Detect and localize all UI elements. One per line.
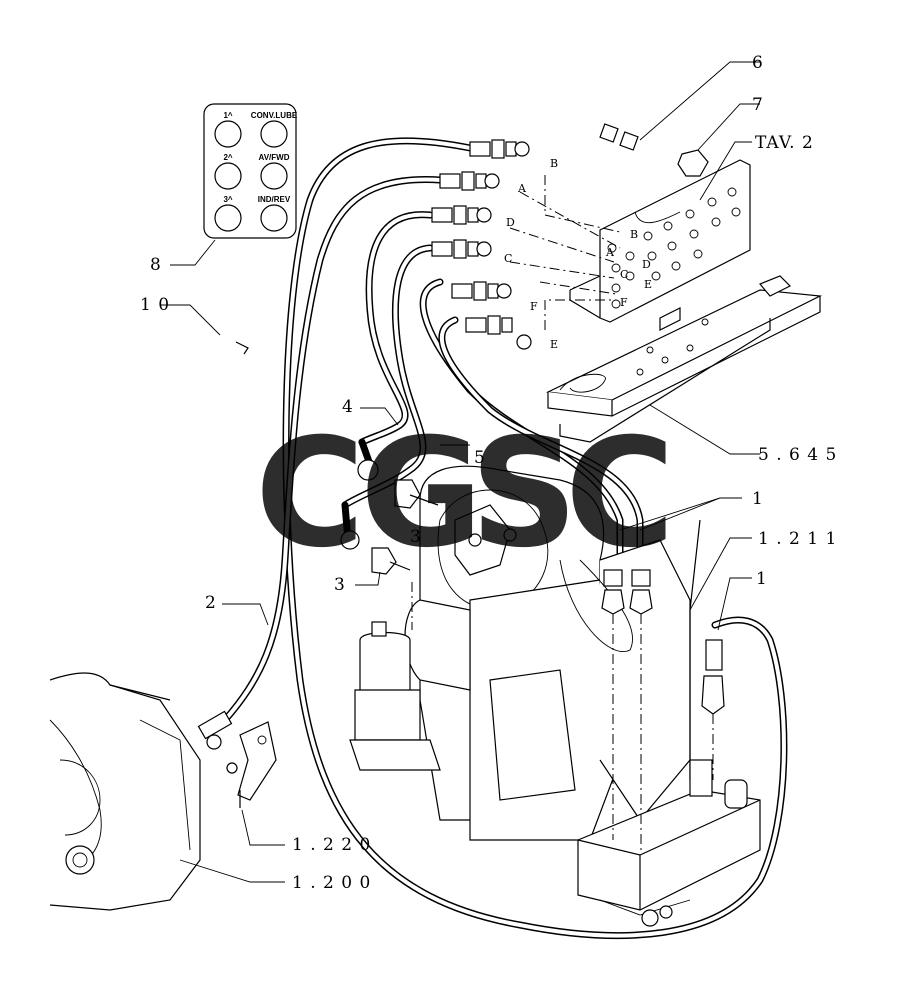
transmission-housing	[349, 465, 701, 841]
panel-label-1: 1^	[223, 111, 232, 120]
callout-1-200: 1 . 2 0 0	[292, 873, 371, 893]
callout-7: 7	[752, 95, 764, 115]
callout-2: 2	[205, 593, 217, 613]
callout-3-lower: 3	[334, 575, 346, 595]
port-label-hose-a: A	[517, 182, 527, 195]
callout-1-top: 1	[752, 489, 764, 509]
port-label-plate-e: E	[644, 278, 652, 291]
panel-label-ind-rev: IND/REV	[258, 195, 291, 204]
port-label-hose-c: C	[504, 252, 512, 265]
port-label-plate-b: B	[630, 228, 638, 241]
control-valve-block	[577, 759, 761, 927]
watermark-letter-2: G	[360, 407, 483, 581]
fitting-7	[677, 149, 709, 177]
callout-10: 1 0	[140, 295, 170, 315]
callout-5: 5	[474, 448, 486, 468]
callout-3-upper: 3	[410, 527, 422, 547]
panel-label-2: 2^	[223, 153, 232, 162]
port-label-plate-a: A	[605, 246, 615, 259]
fittings-item-3	[340, 438, 439, 630]
bracket-1-220	[197, 710, 277, 808]
port-label-hose-b: B	[550, 157, 558, 170]
callout-leaders	[160, 61, 760, 883]
callout-8: 8	[150, 255, 162, 275]
port-label-plate-c: C	[620, 268, 628, 281]
port-label-plate-d: D	[642, 258, 651, 271]
watermark-letter-1: C	[255, 407, 365, 581]
alignment-lines	[509, 175, 621, 330]
watermark-letter-4: C	[565, 407, 675, 581]
callout-1-220: 1 . 2 2 0	[292, 835, 371, 855]
panel-label-conv-lube: CONV.LUBE	[251, 111, 298, 120]
panel-label-3: 3^	[223, 195, 232, 204]
hose-bundle	[221, 137, 788, 940]
watermark: C G S C	[255, 407, 675, 581]
port-label-plate-f: F	[620, 296, 628, 309]
port-label-hose-f: F	[530, 300, 538, 313]
converter-housing	[49, 672, 201, 911]
callout-4: 4	[342, 397, 354, 417]
frame-rail	[545, 275, 823, 443]
hose-clip	[197, 337, 249, 377]
callout-6: 6	[752, 53, 764, 73]
callout-1-211: 1 . 2 1 1	[758, 529, 837, 549]
hose-end-fittings	[431, 139, 532, 350]
callout-1-right: 1	[756, 569, 768, 589]
port-label-hose-e: E	[550, 338, 558, 351]
valve-support-plate	[569, 159, 751, 323]
callout-5-645: 5 . 6 4 5	[758, 445, 837, 465]
callout-tav-2: TAV. 2	[755, 133, 814, 153]
panel-label-av-fwd: AV/FWD	[259, 153, 290, 162]
control-panel: 1^ CONV.LUBE 2^ AV/FWD 3^ IND/REV	[203, 103, 298, 239]
port-label-hose-d: D	[506, 216, 515, 229]
sensor-fittings-right	[601, 569, 725, 850]
watermark-letter-3: S	[470, 407, 578, 581]
fitting-6	[599, 123, 662, 154]
